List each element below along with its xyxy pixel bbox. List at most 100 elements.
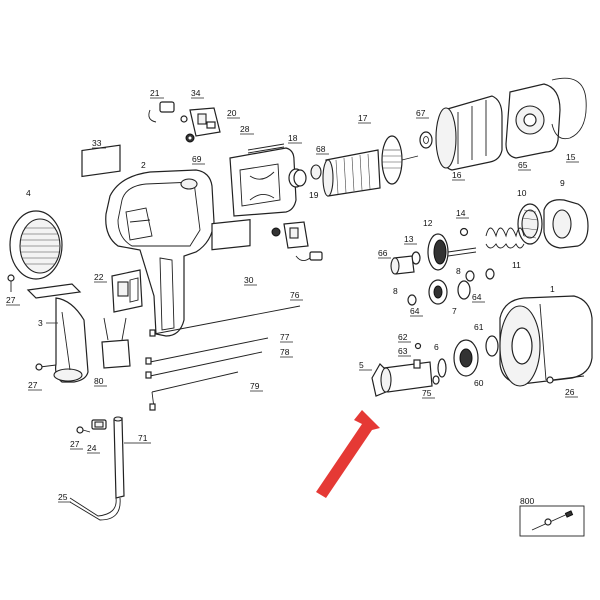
part-washer-6[interactable] xyxy=(437,358,447,378)
part-wire-79[interactable] xyxy=(149,371,239,411)
part-carbon-brush[interactable] xyxy=(148,101,175,123)
part-armature[interactable] xyxy=(322,135,419,197)
label-5: 5 xyxy=(359,360,364,370)
label-20: 20 xyxy=(227,108,237,118)
label-1: 1 xyxy=(550,284,555,294)
part-steel-ball-14[interactable] xyxy=(459,227,469,237)
part-gear-housing[interactable] xyxy=(435,95,503,171)
label-8-right: 8 xyxy=(456,266,461,276)
part-gasket[interactable] xyxy=(551,77,587,140)
part-end-plate[interactable] xyxy=(505,83,561,159)
label-27-top: 27 xyxy=(6,295,16,305)
label-61: 61 xyxy=(474,322,484,332)
label-79: 79 xyxy=(250,381,260,391)
label-66: 66 xyxy=(378,248,388,258)
part-cord-guard-71[interactable] xyxy=(113,416,125,499)
part-washer-8b[interactable] xyxy=(407,294,417,306)
label-28: 28 xyxy=(240,124,250,134)
label-800: 800 xyxy=(520,496,534,506)
label-18: 18 xyxy=(288,133,298,143)
part-fan-cover[interactable] xyxy=(9,210,63,280)
part-o-ring-75[interactable] xyxy=(432,375,440,385)
label-17: 17 xyxy=(358,113,368,123)
label-19: 19 xyxy=(309,190,319,200)
label-9: 9 xyxy=(560,178,565,188)
label-63: 63 xyxy=(398,346,408,356)
part-switch[interactable] xyxy=(111,269,143,313)
label-2: 2 xyxy=(141,160,146,170)
part-washer-8a[interactable] xyxy=(465,268,495,282)
part-screw-27-cord[interactable] xyxy=(76,426,91,434)
label-3: 3 xyxy=(38,318,43,328)
part-screw-lower[interactable] xyxy=(35,363,57,371)
part-wire-77[interactable] xyxy=(145,337,269,365)
label-77: 77 xyxy=(280,332,290,342)
part-cam-66[interactable] xyxy=(390,255,415,275)
label-14: 14 xyxy=(456,208,466,218)
part-side-handle[interactable] xyxy=(26,283,89,383)
part-brush-holder-top[interactable] xyxy=(180,107,221,137)
part-screw[interactable] xyxy=(7,274,15,292)
label-15: 15 xyxy=(566,152,576,162)
part-screw-26[interactable] xyxy=(546,375,585,384)
part-washer-69[interactable] xyxy=(185,133,195,143)
part-o-ring-61[interactable] xyxy=(485,335,499,357)
part-power-cord-25[interactable] xyxy=(69,497,121,521)
label-8-left: 8 xyxy=(393,286,398,296)
part-bearing-68[interactable] xyxy=(288,164,322,188)
part-label-plate-30[interactable] xyxy=(211,219,251,251)
label-78: 78 xyxy=(280,347,290,357)
part-label-plate-33[interactable] xyxy=(81,144,121,178)
label-27-bottom: 27 xyxy=(70,439,80,449)
label-4: 4 xyxy=(26,188,31,198)
part-anvil[interactable] xyxy=(371,359,433,397)
part-washer-67[interactable] xyxy=(419,131,433,149)
part-bushing-60[interactable] xyxy=(453,339,479,377)
part-brush-holder-lower[interactable] xyxy=(271,221,309,249)
label-10: 10 xyxy=(517,188,527,198)
label-62: 62 xyxy=(398,332,408,342)
part-pin-62[interactable] xyxy=(414,342,422,350)
part-bearing-ring-10[interactable] xyxy=(517,203,543,245)
label-16: 16 xyxy=(452,170,462,180)
part-capacitor[interactable] xyxy=(101,317,131,369)
label-24: 24 xyxy=(87,443,97,453)
label-69: 69 xyxy=(192,154,202,164)
label-60: 60 xyxy=(474,378,484,388)
label-7: 7 xyxy=(452,306,457,316)
part-wire-76[interactable] xyxy=(149,305,301,337)
part-bearing-7[interactable] xyxy=(428,279,471,305)
part-carbon-brush-lower[interactable] xyxy=(295,251,323,261)
label-26: 26 xyxy=(565,387,575,397)
label-12: 12 xyxy=(423,218,433,228)
label-75: 75 xyxy=(422,388,432,398)
label-71: 71 xyxy=(138,433,148,443)
label-80: 80 xyxy=(94,376,104,386)
part-wire-78[interactable] xyxy=(145,351,263,379)
part-main-housing[interactable] xyxy=(105,169,215,337)
label-22: 22 xyxy=(94,272,104,282)
part-stator[interactable] xyxy=(229,147,297,217)
part-pin-28[interactable] xyxy=(247,143,285,154)
label-64-left: 64 xyxy=(410,306,420,316)
part-anvil-housing-9[interactable] xyxy=(543,199,589,249)
label-64-right: 64 xyxy=(472,292,482,302)
highlight-arrow xyxy=(316,410,380,498)
label-67: 67 xyxy=(416,108,426,118)
label-27-mid: 27 xyxy=(28,380,38,390)
part-front-housing[interactable] xyxy=(499,295,593,387)
label-34: 34 xyxy=(191,88,201,98)
label-11: 11 xyxy=(512,260,521,270)
part-cord-clamp-24[interactable] xyxy=(91,419,107,430)
label-30: 30 xyxy=(244,275,254,285)
part-spring-11[interactable] xyxy=(485,227,525,249)
label-25: 25 xyxy=(58,492,68,502)
part-accessory-800[interactable] xyxy=(519,505,585,537)
label-68: 68 xyxy=(316,144,326,154)
label-76: 76 xyxy=(290,290,300,300)
label-6: 6 xyxy=(434,342,439,352)
part-hammer-12[interactable] xyxy=(427,233,477,271)
label-33: 33 xyxy=(92,138,102,148)
label-21: 21 xyxy=(150,88,160,98)
